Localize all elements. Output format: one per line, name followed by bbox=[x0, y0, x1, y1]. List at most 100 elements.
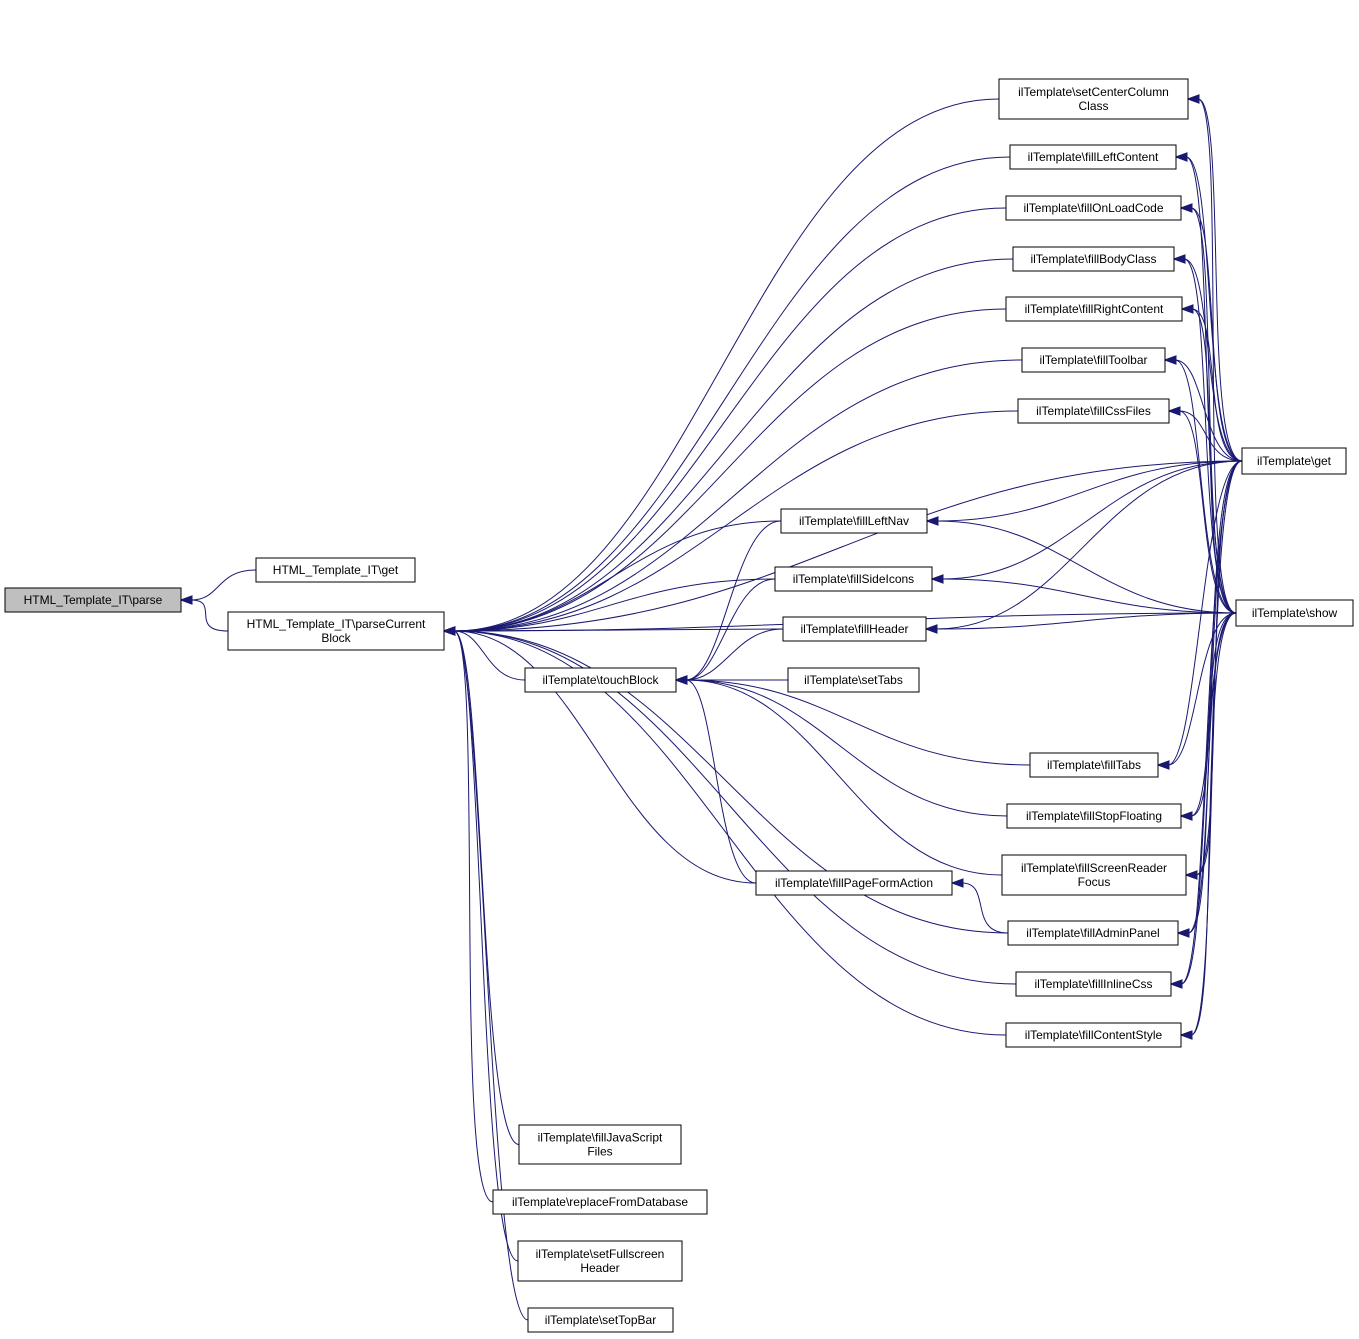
call-edge-il_get-to-fillSideIcons bbox=[941, 460, 1243, 580]
node-box bbox=[517, 1240, 683, 1282]
node-box bbox=[1235, 599, 1354, 627]
arrowhead bbox=[1179, 811, 1193, 821]
node-replaceFromDatabase[interactable]: ilTemplate\replaceFromDatabase bbox=[492, 1189, 708, 1215]
node-label: ilTemplate\setFullscreen bbox=[536, 1247, 665, 1261]
call-edge-il_show-to-fillStopFloating bbox=[1190, 612, 1237, 817]
call-edge-il_show-to-fillToolbar bbox=[1174, 359, 1237, 614]
arrowhead bbox=[442, 626, 456, 636]
arrowhead bbox=[950, 878, 964, 888]
node-il_get[interactable]: ilTemplate\get bbox=[1241, 447, 1347, 475]
arrowhead bbox=[179, 595, 193, 605]
node-box bbox=[755, 870, 953, 896]
node-fillToolbar[interactable]: ilTemplate\fillToolbar bbox=[1021, 347, 1166, 373]
node-fillLeftContent[interactable]: ilTemplate\fillLeftContent bbox=[1009, 144, 1177, 170]
node-fillCssFiles[interactable]: ilTemplate\fillCssFiles bbox=[1017, 398, 1170, 424]
arrowhead bbox=[1186, 94, 1200, 104]
call-edge-il_get-to-fillToolbar bbox=[1174, 359, 1243, 462]
node-setTopBar[interactable]: ilTemplate\setTopBar bbox=[527, 1307, 674, 1333]
node-box bbox=[527, 1307, 674, 1333]
call-edge-il_show-to-fillContentStyle bbox=[1190, 612, 1237, 1036]
arrowhead bbox=[1176, 928, 1190, 938]
node-fillPageFormAction[interactable]: ilTemplate\fillPageFormAction bbox=[755, 870, 953, 896]
call-edge-fillOnLoadCode-to-parseCurrentBlock bbox=[453, 207, 1007, 632]
node-box bbox=[227, 611, 445, 651]
call-edge-parseCurrentBlock-to-parse bbox=[190, 599, 229, 632]
node-box bbox=[1007, 920, 1179, 946]
call-edge-il_get-to-fillBodyClass bbox=[1183, 258, 1243, 462]
call-edge-fillCssFiles-to-parseCurrentBlock bbox=[453, 410, 1019, 632]
node-touchBlock[interactable]: ilTemplate\touchBlock bbox=[524, 667, 677, 693]
call-edge-fillToolbar-to-parseCurrentBlock bbox=[453, 359, 1023, 632]
node-label: ilTemplate\get bbox=[1257, 454, 1332, 468]
node-fillContentStyle[interactable]: ilTemplate\fillContentStyle bbox=[1005, 1022, 1182, 1048]
node-box bbox=[255, 557, 416, 583]
call-edge-fillJavaScriptFiles-to-parseCurrentBlock bbox=[453, 630, 520, 1145]
node-box bbox=[524, 667, 677, 693]
node-label: ilTemplate\fillHeader bbox=[800, 622, 908, 636]
node-box bbox=[780, 508, 928, 534]
node-it_get[interactable]: HTML_Template_IT\get bbox=[255, 557, 416, 583]
arrowhead bbox=[925, 516, 939, 526]
call-edge-fillContentStyle-to-parseCurrentBlock bbox=[453, 630, 1007, 1036]
call-edge-il_show-to-fillTabs bbox=[1167, 612, 1237, 766]
call-edge-setCenterColumnClass-to-parseCurrentBlock bbox=[453, 98, 1000, 632]
node-box bbox=[1015, 971, 1172, 997]
edges-layer bbox=[179, 94, 1243, 1321]
node-fillSideIcons[interactable]: ilTemplate\fillSideIcons bbox=[774, 566, 933, 592]
call-edge-fillSideIcons-to-touchBlock bbox=[685, 578, 776, 681]
node-fillRightContent[interactable]: ilTemplate\fillRightContent bbox=[1005, 296, 1183, 322]
node-label: Header bbox=[580, 1261, 619, 1275]
call-edge-il_show-to-fillHeader bbox=[935, 612, 1237, 630]
node-fillLeftNav[interactable]: ilTemplate\fillLeftNav bbox=[780, 508, 928, 534]
node-label: ilTemplate\fillBodyClass bbox=[1030, 252, 1156, 266]
node-box bbox=[1006, 803, 1182, 829]
node-fillBodyClass[interactable]: ilTemplate\fillBodyClass bbox=[1012, 246, 1175, 272]
call-edge-il_get-to-setCenterColumnClass bbox=[1197, 98, 1243, 462]
node-fillInlineCss[interactable]: ilTemplate\fillInlineCss bbox=[1015, 971, 1172, 997]
node-label: Focus bbox=[1078, 875, 1111, 889]
call-edge-il_show-to-fillOnLoadCode bbox=[1190, 207, 1237, 614]
call-edge-il_get-to-fillContentStyle bbox=[1190, 460, 1243, 1036]
node-fillStopFloating[interactable]: ilTemplate\fillStopFloating bbox=[1006, 803, 1182, 829]
node-fillHeader[interactable]: ilTemplate\fillHeader bbox=[782, 616, 927, 642]
node-box bbox=[492, 1189, 708, 1215]
arrowhead bbox=[1174, 152, 1188, 162]
arrowhead bbox=[1179, 1030, 1193, 1040]
call-edge-il_get-to-fillHeader bbox=[935, 460, 1243, 630]
call-edge-il_show-to-fillCssFiles bbox=[1178, 410, 1237, 614]
call-edge-replaceFromDatabase-to-parseCurrentBlock bbox=[453, 630, 494, 1203]
node-label: ilTemplate\fillScreenReader bbox=[1021, 861, 1167, 875]
arrowhead bbox=[930, 574, 944, 584]
arrowhead bbox=[1172, 254, 1186, 264]
node-label: ilTemplate\fillLeftContent bbox=[1028, 150, 1159, 164]
call-edge-il_show-to-setCenterColumnClass bbox=[1197, 98, 1237, 614]
call-edge-fillTabs-to-touchBlock bbox=[685, 679, 1031, 766]
node-label: ilTemplate\fillInlineCss bbox=[1034, 977, 1152, 991]
call-edge-fillAdminPanel-to-fillPageFormAction bbox=[961, 882, 1009, 934]
node-label: ilTemplate\fillContentStyle bbox=[1025, 1028, 1163, 1042]
node-fillOnLoadCode[interactable]: ilTemplate\fillOnLoadCode bbox=[1005, 195, 1182, 221]
call-edge-fillInlineCss-to-parseCurrentBlock bbox=[453, 630, 1017, 985]
node-parse[interactable]: HTML_Template_IT\parse bbox=[4, 587, 182, 613]
node-fillTabs[interactable]: ilTemplate\fillTabs bbox=[1029, 752, 1159, 778]
node-label: ilTemplate\fillToolbar bbox=[1039, 353, 1147, 367]
node-label: ilTemplate\fillAdminPanel bbox=[1026, 926, 1159, 940]
arrowhead bbox=[1169, 979, 1183, 989]
node-label: HTML_Template_IT\get bbox=[273, 563, 399, 577]
node-label: ilTemplate\fillPageFormAction bbox=[775, 876, 933, 890]
call-edge-il_get-to-fillLeftContent bbox=[1185, 156, 1243, 462]
node-label: ilTemplate\fillCssFiles bbox=[1036, 404, 1151, 418]
node-fillAdminPanel[interactable]: ilTemplate\fillAdminPanel bbox=[1007, 920, 1179, 946]
nodes-layer: HTML_Template_IT\parse HTML_Template_IT\g… bbox=[4, 78, 1354, 1333]
call-edge-il_get-to-parseCurrentBlock bbox=[453, 460, 1243, 632]
node-setTabs[interactable]: ilTemplate\setTabs bbox=[787, 667, 920, 693]
node-label: ilTemplate\replaceFromDatabase bbox=[512, 1195, 688, 1209]
node-il_show[interactable]: ilTemplate\show bbox=[1235, 599, 1354, 627]
node-label: ilTemplate\fillStopFloating bbox=[1026, 809, 1162, 823]
node-box bbox=[1017, 398, 1170, 424]
